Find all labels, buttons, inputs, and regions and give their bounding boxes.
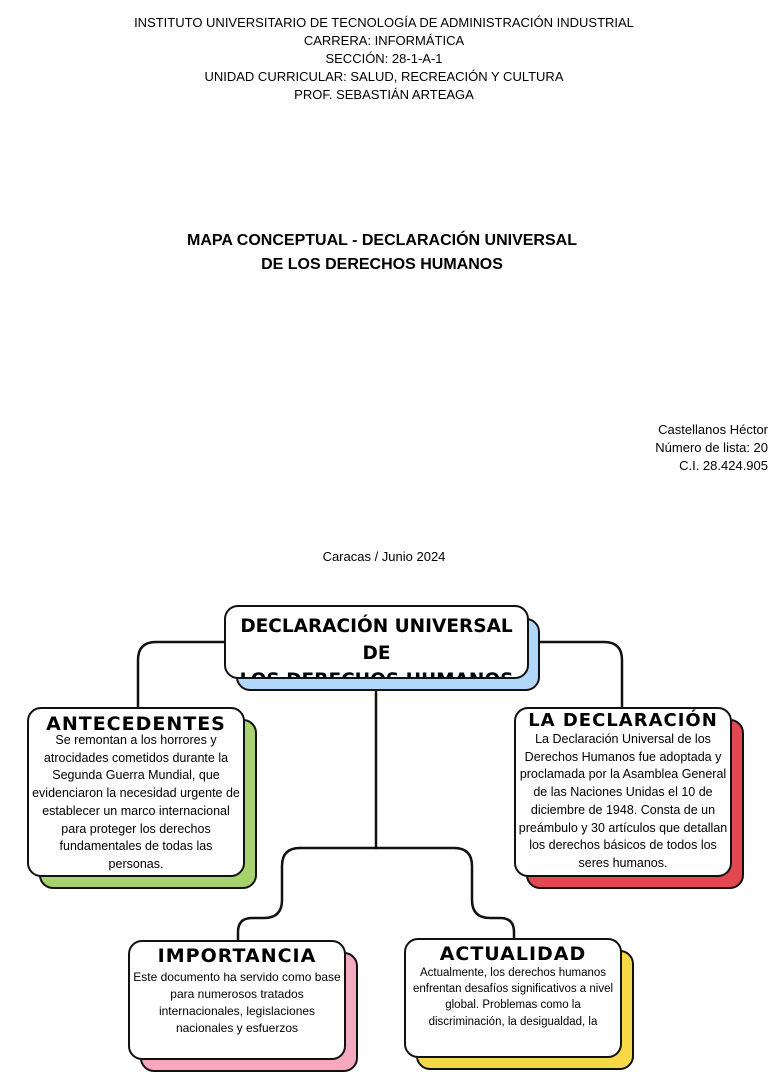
author-list-number: Número de lista: 20 [655,440,768,455]
actualidad-text: Actualmente, los derechos humanos enfren… [412,967,614,1028]
document-title: MAPA CONCEPTUAL - DECLARACIÓN UNIVERSAL … [0,229,764,277]
antecedentes-text: Se remontan a los horrores y atrocidades… [32,733,240,871]
declaracion-heading: LA DECLARACIÓN [528,710,718,731]
importancia-text: Este documento ha servido como base para… [133,970,341,1035]
main-concept-line-2: LOS DERECHOS HUMANOS [226,667,527,677]
title-line-1: MAPA CONCEPTUAL - DECLARACIÓN UNIVERSAL [187,232,577,249]
author-info: Castellanos Héctor Número de lista: 20 C… [655,421,768,475]
institution-name: INSTITUTO UNIVERSITARIO DE TECNOLOGÍA DE… [134,15,634,30]
connector-importancia [236,846,302,944]
place-date: Caracas / Junio 2024 [322,549,446,564]
section-label: SECCIÓN: 28-1-A-1 [325,51,443,66]
actualidad-heading: ACTUALIDAD [439,943,587,965]
course-label: UNIDAD CURRICULAR: SALUD, RECREACIÓN Y C… [204,69,564,84]
declaracion-text: La Declaración Universal de los Derechos… [518,732,728,870]
professor-label: PROF. SEBASTIÁN ARTEAGA [294,87,474,102]
main-concept-line-1: DECLARACIÓN UNIVERSAL DE [240,616,513,664]
connector-antecedentes [136,640,228,712]
career-label: CARRERA: INFORMÁTICA [303,33,465,48]
author-name: Castellanos Héctor [658,422,768,437]
antecedentes-heading: ANTECEDENTES [46,713,226,735]
connector-declaracion [526,640,624,712]
importancia-heading: IMPORTANCIA [157,945,317,967]
author-id: C.I. 28.424.905 [679,458,768,473]
title-line-2: DE LOS DERECHOS HUMANOS [261,256,503,273]
connector-branch [298,846,516,944]
document-header: INSTITUTO UNIVERSITARIO DE TECNOLOGÍA DE… [0,14,768,104]
concept-map-connectors [136,640,624,944]
